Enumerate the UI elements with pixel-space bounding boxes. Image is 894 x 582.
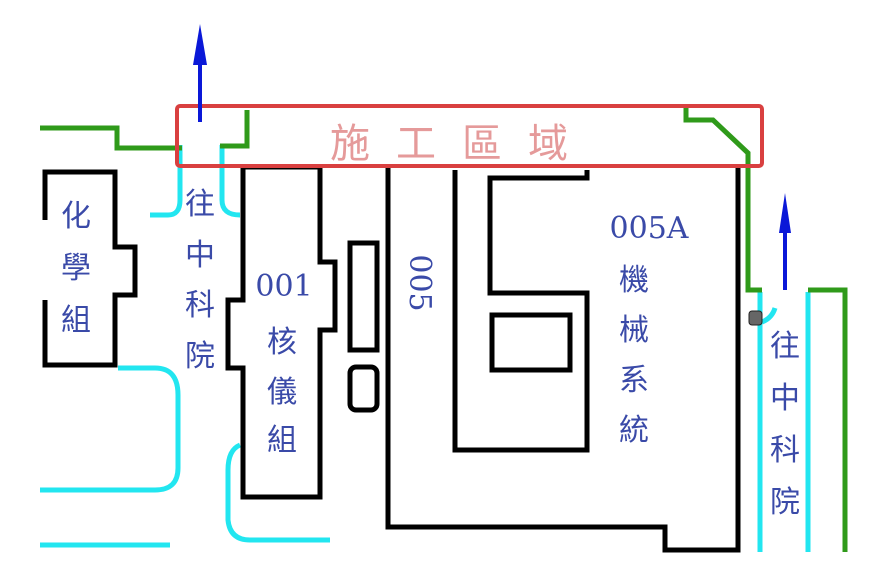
road-bottom-left <box>40 365 181 493</box>
b001-char: 核 <box>267 325 297 360</box>
route-right-b <box>808 287 848 552</box>
route <box>40 108 848 552</box>
building-chem <box>42 169 138 368</box>
b001-code: 001 <box>255 269 312 304</box>
b005a-label: 005A 機 械 系 統 <box>610 211 689 448</box>
building-005 <box>385 168 741 553</box>
b005a-char: 統 <box>619 413 649 448</box>
dir-char: 中 <box>770 381 800 416</box>
road-bottom-mid <box>225 442 330 543</box>
route-right <box>683 108 762 293</box>
b005a-char: 系 <box>619 363 649 398</box>
b005a-code: 005A <box>610 211 689 246</box>
chem-char: 組 <box>61 303 91 338</box>
route-left-b <box>220 110 250 149</box>
dir-char: 科 <box>770 433 800 468</box>
dir-char: 院 <box>770 485 800 520</box>
road-left-b <box>219 145 241 218</box>
arrow-up-icon-left <box>193 24 207 122</box>
road-right-curve <box>760 307 778 325</box>
dir-char: 往 <box>770 329 800 364</box>
arrow-up-icon-right <box>779 193 791 290</box>
b001-label: 001 核 儀 組 <box>255 269 312 458</box>
dir-char: 院 <box>185 339 215 374</box>
building-small-round <box>347 364 380 413</box>
construction-zone-box <box>175 104 764 168</box>
b005-code: 005 <box>402 254 437 311</box>
chem-char: 化 <box>61 199 91 234</box>
dir-char: 中 <box>185 238 215 273</box>
b001-char: 組 <box>267 423 297 458</box>
buildings <box>42 164 741 553</box>
building-inner-rect <box>489 312 573 373</box>
chem-label: 化 學 組 <box>61 199 91 338</box>
b005a-char: 機 <box>619 263 649 298</box>
dir-char: 科 <box>185 288 215 323</box>
chem-char: 學 <box>61 251 91 286</box>
right-direction-label: 往 中 科 院 <box>770 329 800 520</box>
roads <box>40 145 811 552</box>
b001-char: 儀 <box>267 375 297 410</box>
left-direction-label: 往 中 科 院 <box>185 187 215 374</box>
route-left <box>40 125 182 151</box>
building-005a-inner <box>452 170 590 453</box>
gray-marker <box>748 310 763 326</box>
b005a-char: 械 <box>619 313 649 348</box>
dir-char: 往 <box>185 187 215 222</box>
construction-zone-label: 施工區域 <box>330 121 594 167</box>
building-small-rect <box>347 240 380 353</box>
road-left-a <box>150 145 183 218</box>
building-001 <box>225 164 338 500</box>
